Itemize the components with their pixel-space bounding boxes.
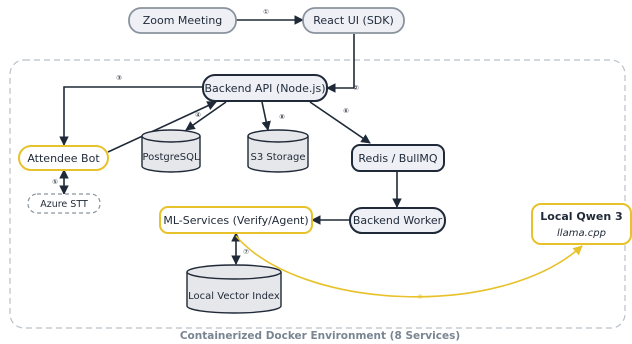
edge-bot-to-backend (107, 101, 217, 153)
node-attendee-bot: Attendee Bot (18, 145, 109, 171)
node-backend-api: Backend API (Node.js) (202, 74, 328, 102)
edge-backend-to-redis (309, 101, 371, 144)
node-local-vector-index: Local Vector Index (186, 264, 282, 314)
step-3-label: ③ (116, 74, 122, 82)
node-backend-worker: Backend Worker (349, 207, 446, 234)
step-9-label: ⑨ (417, 293, 423, 301)
edge-backend-to-bot (59, 86, 203, 146)
qwen-subtitle-label: llama.cpp (557, 228, 606, 239)
react-ui-label: React UI (SDK) (313, 14, 394, 27)
backend-api-label: Backend API (Node.js) (204, 82, 325, 95)
node-azure-stt: Azure STT (27, 193, 101, 214)
azure-stt-label: Azure STT (40, 199, 88, 210)
step-8-label: ⑧ (279, 113, 285, 121)
node-redis-bullmq: Redis / BullMQ (351, 144, 445, 172)
step-1-label: ① (263, 8, 269, 16)
ml-services-label: ML-Services (Verify/Agent) (163, 214, 308, 227)
node-ml-services: ML-Services (Verify/Agent) (159, 206, 313, 234)
qwen-title-label: Local Qwen 3 (540, 210, 622, 223)
redis-bullmq-label: Redis / BullMQ (358, 152, 438, 165)
step-6-label: ⑥ (343, 107, 349, 115)
backend-worker-label: Backend Worker (353, 214, 443, 227)
node-react-ui: React UI (SDK) (302, 7, 405, 34)
edge-backend-to-s3 (261, 101, 271, 131)
node-postgresql: PostgreSQL (141, 129, 201, 173)
step-7-label: ⑦ (243, 248, 249, 256)
container-caption: Containerized Docker Environment (8 Serv… (180, 330, 460, 342)
step-5-label: ⑤ (52, 178, 58, 186)
edge-react-to-backend (326, 34, 355, 93)
vector-index-label: Local Vector Index (188, 291, 280, 302)
attendee-bot-label: Attendee Bot (27, 152, 100, 165)
docker-container-boundary (9, 59, 626, 329)
zoom-meeting-label: Zoom Meeting (143, 14, 223, 27)
edge-backend-to-postgres (185, 101, 227, 131)
step-2-label: ② (353, 84, 359, 92)
node-local-qwen: Local Qwen 3 llama.cpp (531, 203, 632, 245)
s3-storage-label: S3 Storage (250, 152, 305, 163)
edge-ml-to-qwen (235, 235, 583, 298)
step-4-label: ④ (195, 111, 201, 119)
node-zoom-meeting: Zoom Meeting (128, 7, 237, 34)
postgresql-label: PostgreSQL (142, 152, 200, 163)
node-s3-storage: S3 Storage (247, 129, 309, 173)
